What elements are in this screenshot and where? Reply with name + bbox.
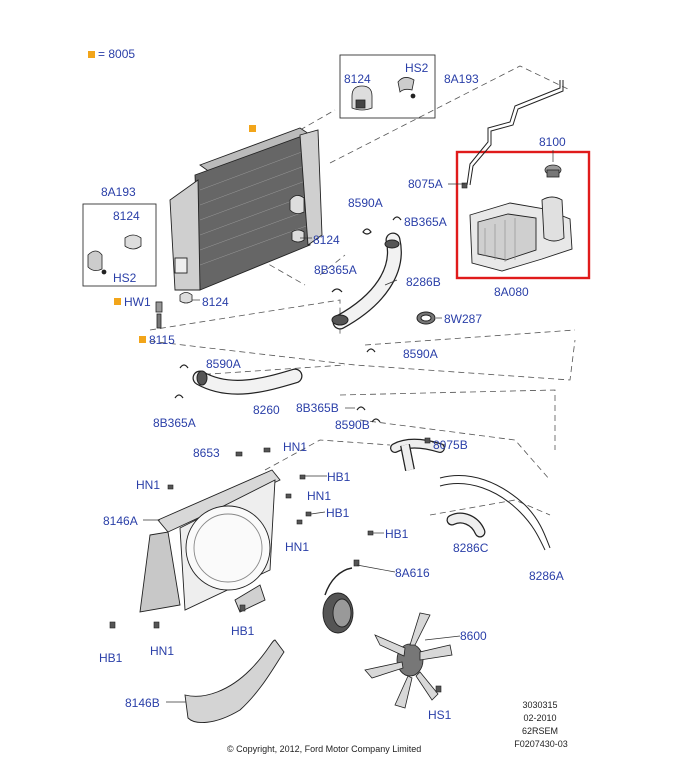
label-8286b: 8286B [406,275,441,289]
fan-shroud-8146A [139,469,281,613]
screw-hs2-top [397,77,416,99]
coolant-reservoir-8A080 [469,196,573,272]
label-8b365a-lower: 8B365A [153,416,196,430]
label-hw1: HW1 [124,295,151,309]
label-8146b: 8146B [125,696,160,710]
coolant-tube-8A193 [466,80,564,186]
label-hs2-top: HS2 [405,61,429,75]
hose-clamps [174,216,402,423]
copyright-notice: © Copyright, 2012, Ford Motor Company Li… [227,744,422,754]
label-hb1-bottom-left: HB1 [99,651,123,665]
hose-8075B [390,438,445,471]
screw-hs2-left [87,250,107,275]
hose-8286C [446,512,486,538]
hose-8286A [439,475,551,551]
label-hn1-lower: HN1 [285,540,310,554]
label-leaders [143,150,554,703]
lower-hose-8260 [192,368,303,395]
label-hb1-top: HB1 [327,470,351,484]
bracket-8124-left [124,234,142,250]
label-8a616: 8A616 [395,566,430,580]
label-8286a: 8286A [529,569,564,583]
label-hn1-top: HN1 [283,440,308,454]
label-8590a-upper: 8590A [348,196,383,210]
reference-figure: F0207430-03 [514,739,568,749]
legend-marker [88,51,95,58]
hw1-marker [114,298,121,305]
upper-hose-8286B [331,232,402,330]
label-hb1-bottom: HB1 [231,624,255,638]
hardware-box-left [82,203,157,287]
label-8100: 8100 [539,135,566,149]
label-hn1-mid: HN1 [307,489,332,503]
label-8600: 8600 [460,629,487,643]
label-8a193-top: 8A193 [444,72,479,86]
label-8075a: 8075A [408,177,443,191]
label-8590a-right: 8590A [403,347,438,361]
label-8260: 8260 [253,403,280,417]
label-hn1-left: HN1 [136,478,161,492]
label-8590b: 8590B [335,418,370,432]
label-8286c: 8286C [453,541,489,555]
fan-blade-8600 [364,612,453,709]
label-8b365a-mid: 8B365A [314,263,357,277]
label-8b365b: 8B365B [296,401,339,415]
label-8075b: 8075B [433,438,468,452]
label-8124-top: 8124 [344,72,371,86]
hardware-box-top [339,54,436,119]
bracket-8124-top [351,85,373,111]
label-8115: 8115 [149,333,175,347]
legend-label: = 8005 [98,47,136,61]
label-hb1-mid: HB1 [326,506,350,520]
label-8a193-left: 8A193 [101,185,136,199]
label-8124-bottom: 8124 [202,295,229,309]
reference-number: 3030315 [522,700,558,710]
label-hs2-left: HS2 [113,271,137,285]
reservoir-cap-8100 [544,164,562,178]
label-hn1-bottom: HN1 [150,644,175,658]
label-8124-radiator: 8124 [313,233,340,247]
radiator-8005-marker [249,125,256,132]
radiator-8005 [169,127,323,291]
radiator-brackets [155,195,305,329]
label-8b365a-upper: 8B365A [404,215,447,229]
label-8w287: 8W287 [444,312,483,326]
label-8124-left: 8124 [113,209,140,223]
label-hs1: HS1 [428,708,452,722]
shroud-fasteners [109,182,468,693]
reservoir-highlight-box [455,150,591,280]
reference-date: 02-2010 [523,713,557,723]
fan-clutch-8A616 [322,567,354,634]
8115-marker [139,336,146,343]
lower-shroud-8146B [184,639,285,723]
reference-model: 62RSEM [521,726,558,736]
label-8653: 8653 [193,446,220,460]
label-hb1-right: HB1 [385,527,409,541]
o-ring-8W287 [416,311,436,325]
label-8146a: 8146A [103,514,138,528]
label-8590a-lower: 8590A [206,357,241,371]
label-8a080: 8A080 [494,285,529,299]
